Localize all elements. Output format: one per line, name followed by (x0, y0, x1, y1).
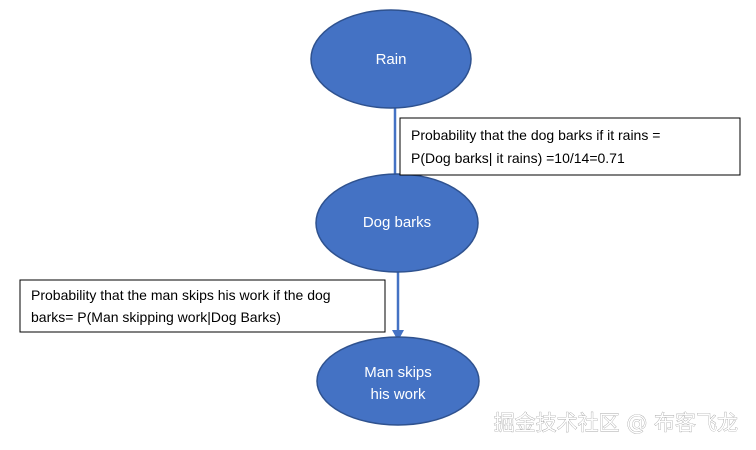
node-man-skips: Man skips his work (316, 336, 480, 426)
node-rain: Rain (310, 9, 472, 109)
node-dog-barks-ellipse (315, 173, 479, 273)
node-man-skips-label-line2: his work (370, 386, 426, 403)
node-man-skips-label-line1: Man skips (364, 364, 432, 381)
annotation-man-given-dog: Probability that the man skips his work … (19, 279, 386, 333)
node-man-skips-ellipse (316, 336, 480, 426)
annotation-box (399, 117, 741, 176)
annotation-line: P(Dog barks| it rains) =10/14=0.71 (411, 150, 625, 166)
annotation-line: barks= P(Man skipping work|Dog Barks) (31, 309, 281, 325)
annotation-dog-given-rain: Probability that the dog barks if it rai… (399, 117, 741, 176)
edge-dog-barks-to-man-skips (392, 272, 404, 341)
node-dog-barks: Dog barks (315, 173, 479, 273)
arrowhead-icon (392, 330, 404, 341)
watermark-text: 掘金技术社区 @ 布客飞龙 (494, 411, 738, 435)
node-rain-ellipse (310, 9, 472, 109)
annotation-box (19, 279, 386, 333)
node-dog-barks-label: Dog barks (363, 214, 431, 231)
annotation-line: Probability that the man skips his work … (31, 287, 331, 303)
node-rain-label: Rain (376, 51, 407, 68)
annotation-line: Probability that the dog barks if it rai… (411, 127, 660, 143)
